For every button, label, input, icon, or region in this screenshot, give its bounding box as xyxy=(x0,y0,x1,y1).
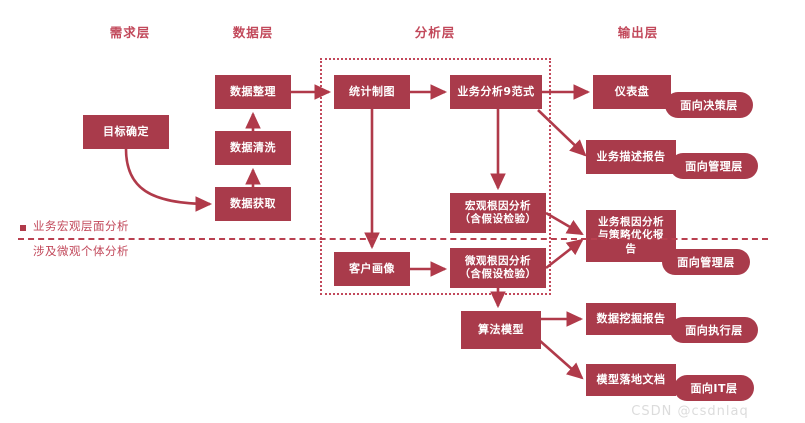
node-model-doc: 模型落地文档 xyxy=(586,364,676,396)
node-mining-report: 数据挖掘报告 xyxy=(586,303,676,335)
column-header-0: 需求层 xyxy=(109,25,151,40)
arrow-goal-to-acquire xyxy=(124,148,213,212)
node-label-model-doc: 模型落地文档 xyxy=(596,373,666,387)
node-label-tidy: 数据整理 xyxy=(230,85,276,99)
column-header-1: 数据层 xyxy=(232,25,274,40)
node-macro-cause: 宏观根因分析 （含假设检验） xyxy=(450,193,546,233)
badge-manage-2: 面向管理层 xyxy=(662,249,750,275)
node-micro-cause: 微观根因分析 （含假设检验） xyxy=(450,248,546,288)
badge-decision: 面向决策层 xyxy=(665,92,753,118)
node-label-paradigm: 业务分析9范式 xyxy=(457,85,535,99)
node-cause-report: 业务根因分析 与策略优化报 告 xyxy=(586,210,676,262)
node-tidy: 数据整理 xyxy=(215,75,291,109)
node-charting: 统计制图 xyxy=(334,75,410,109)
node-label-acquire: 数据获取 xyxy=(230,197,276,211)
arrow-macro-cause-to-cause-report xyxy=(545,211,584,236)
arrow-algorithm-to-model-doc xyxy=(538,339,584,380)
node-label-desc-report: 业务描述报告 xyxy=(596,150,666,164)
node-label-dashboard: 仪表盘 xyxy=(614,85,650,99)
badge-execution: 面向执行层 xyxy=(670,317,758,343)
node-label-clean: 数据清洗 xyxy=(230,141,276,155)
node-label-goal: 目标确定 xyxy=(103,125,149,139)
column-header-2: 分析层 xyxy=(414,25,456,40)
node-label-algorithm: 算法模型 xyxy=(478,323,524,337)
watermark: CSDN @csdnlaq xyxy=(631,404,749,419)
node-label-micro-cause: 微观根因分析 （含假设检验） xyxy=(459,254,537,280)
arrow-micro-cause-to-cause-report xyxy=(545,238,584,270)
node-label-profile: 客户画像 xyxy=(349,262,395,276)
badge-manage-1: 面向管理层 xyxy=(670,153,758,179)
macro-micro-divider xyxy=(18,238,768,240)
node-acquire: 数据获取 xyxy=(215,187,291,221)
node-label-macro-cause: 宏观根因分析 （含假设检验） xyxy=(459,199,537,225)
column-header-3: 输出层 xyxy=(617,25,659,40)
node-desc-report: 业务描述报告 xyxy=(586,140,676,174)
node-clean: 数据清洗 xyxy=(215,131,291,165)
node-dashboard: 仪表盘 xyxy=(593,75,671,109)
node-label-cause-report: 业务根因分析 与策略优化报 告 xyxy=(598,216,664,255)
node-profile: 客户画像 xyxy=(334,252,410,286)
node-label-mining-report: 数据挖掘报告 xyxy=(596,312,666,326)
node-label-charting: 统计制图 xyxy=(349,85,395,99)
badge-it: 面向IT层 xyxy=(674,375,754,401)
legend-marker-icon xyxy=(20,225,26,231)
node-goal: 目标确定 xyxy=(83,115,169,149)
legend-label-macro: 业务宏观层面分析 xyxy=(33,219,129,233)
analysis-layer-region xyxy=(320,58,551,295)
node-algorithm: 算法模型 xyxy=(461,311,541,349)
legend-label-micro: 涉及微观个体分析 xyxy=(33,244,129,258)
node-paradigm: 业务分析9范式 xyxy=(450,75,542,109)
